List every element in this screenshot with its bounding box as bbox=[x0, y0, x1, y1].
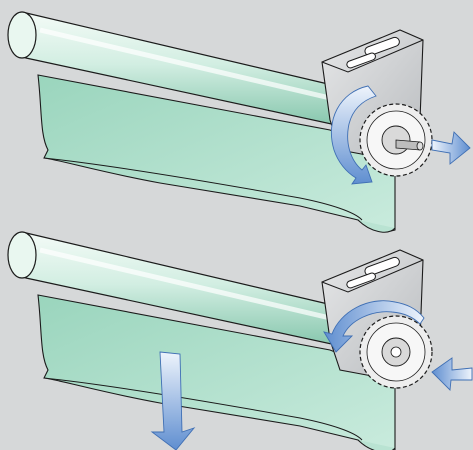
push-arrow-left bbox=[431, 357, 473, 391]
sprocket bbox=[359, 315, 433, 389]
rotation-arrow bbox=[330, 85, 377, 185]
sprocket bbox=[359, 103, 433, 177]
rotation-arrow bbox=[323, 300, 425, 353]
roller-tube bbox=[7, 231, 360, 349]
axle bbox=[395, 139, 421, 151]
panel-top bbox=[7, 11, 471, 233]
bracket-slot bbox=[364, 36, 400, 57]
bracket-slot bbox=[364, 256, 400, 277]
panel-bottom bbox=[7, 231, 473, 450]
pull-arrow-down bbox=[150, 351, 196, 450]
push-arrow-right bbox=[431, 131, 471, 165]
